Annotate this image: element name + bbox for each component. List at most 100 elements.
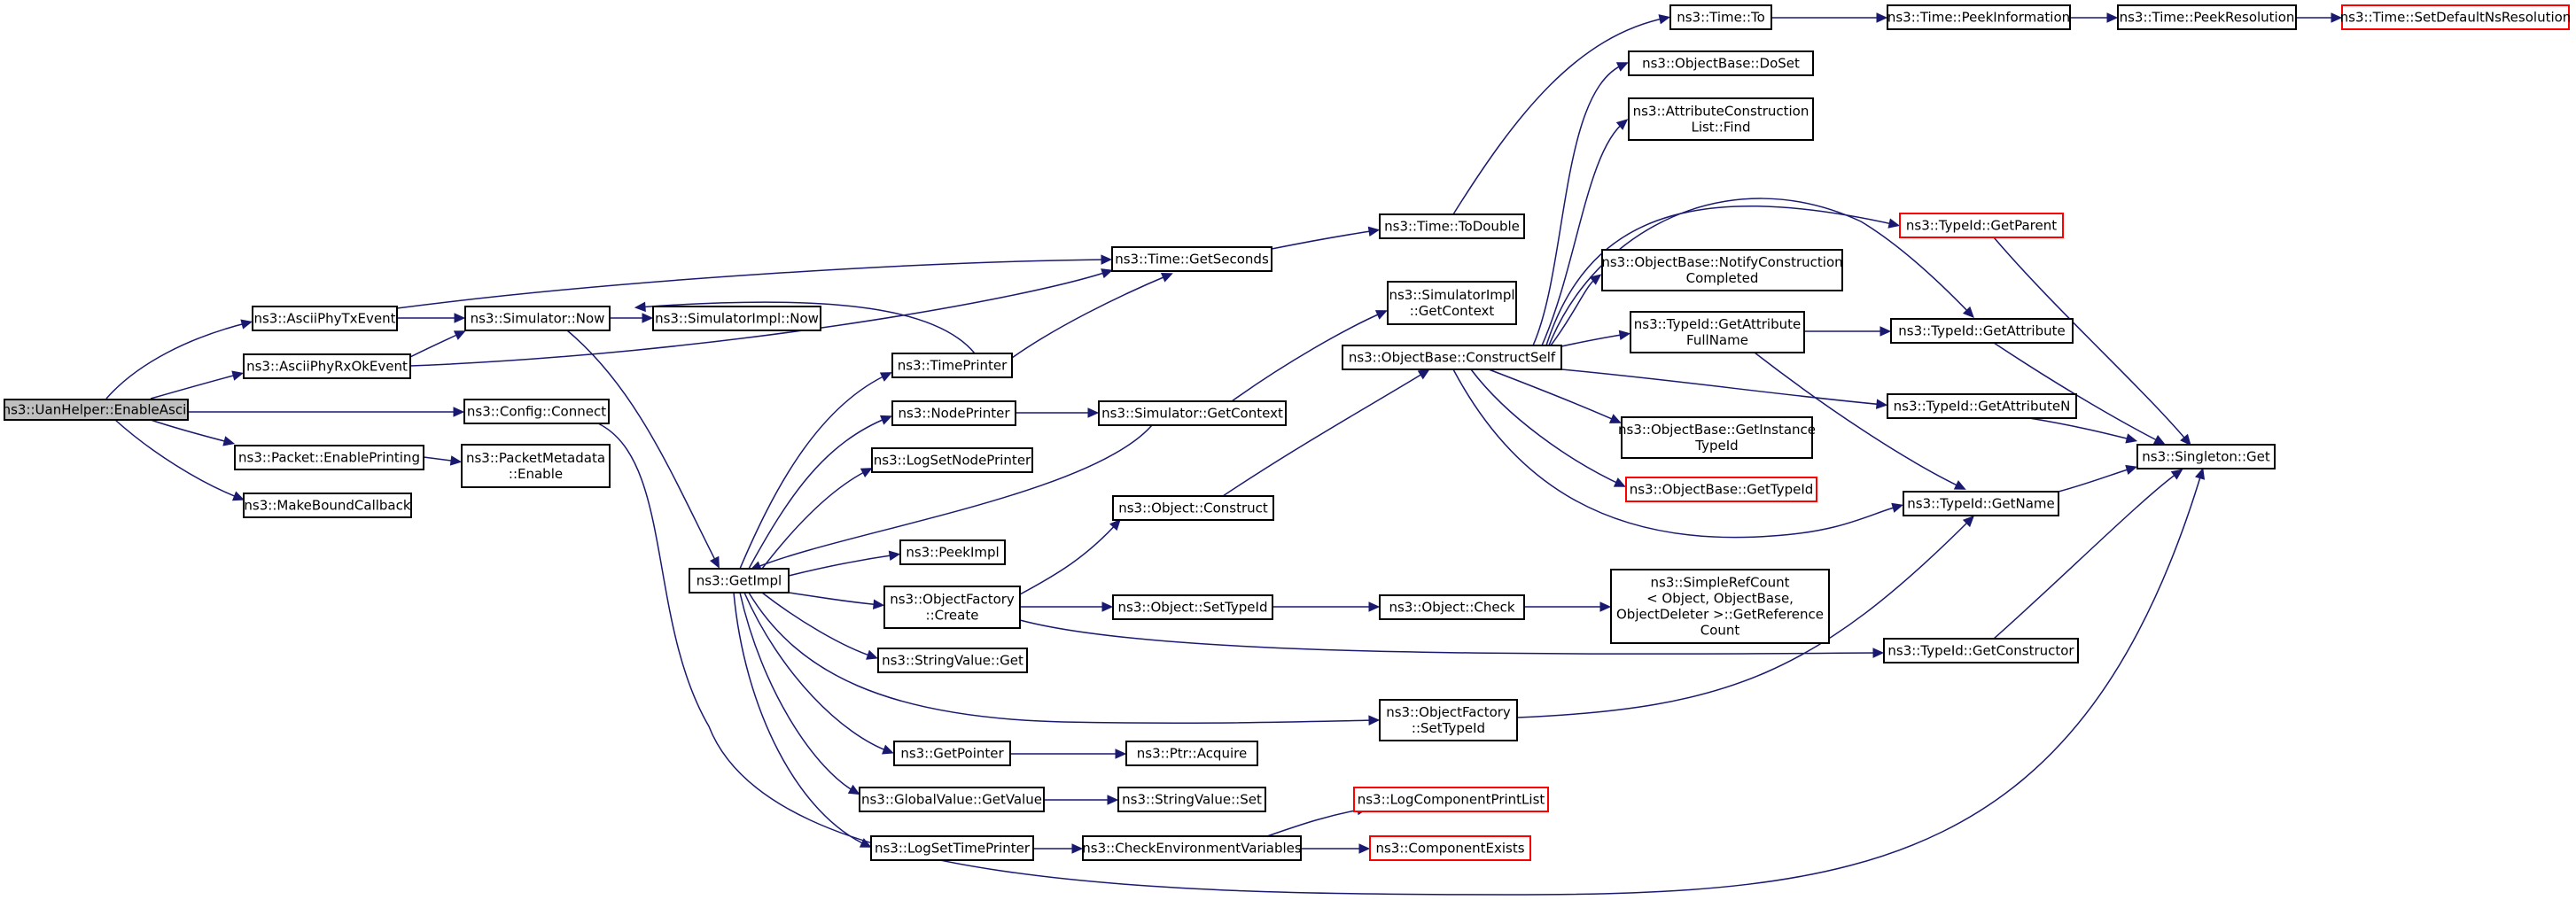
node-getPointer[interactable]: ns3::GetPointer (893, 741, 1011, 766)
node-box (1387, 281, 1517, 325)
edge-line (1993, 470, 2181, 640)
edge-objSetTid-to-objCheck (1272, 601, 1381, 612)
node-label: ns3::Time::PeekResolution (2120, 10, 2295, 26)
node-simGetCtx[interactable]: ns3::Simulator::GetContext (1098, 400, 1287, 426)
node-asciiTx[interactable]: ns3::AsciiPhyTxEvent (252, 306, 398, 331)
node-cfgConnect[interactable]: ns3::Config::Connect (463, 399, 610, 424)
node-pktEnable[interactable]: ns3::Packet::EnablePrinting (234, 445, 424, 470)
node-ptrAcquire[interactable]: ns3::Ptr::Acquire (1125, 741, 1258, 766)
edge-obConstructSelf-to-tidGetAttr (1548, 198, 1974, 346)
node-label: ns3::LogComponentPrintList (1358, 792, 1545, 808)
edge-arrowhead (449, 455, 463, 466)
edge-arrowhead (1876, 12, 1888, 23)
edge-arrowhead (1368, 601, 1381, 612)
edge-getImpl-to-logSetTime (733, 592, 872, 848)
node-strSet[interactable]: ns3::StringValue::Set (1117, 787, 1266, 812)
node-root[interactable]: ns3::UanHelper::EnableAscii (3, 399, 191, 421)
node-peekImpl[interactable]: ns3::PeekImpl (899, 539, 1006, 565)
node-tidGetAttr[interactable]: ns3::TypeId::GetAttribute (1890, 318, 2074, 344)
edge-arrowhead (1615, 119, 1629, 130)
node-obNotify[interactable]: ns3::ObjectBase::NotifyConstructionCompl… (1601, 249, 1843, 291)
edge-obConstructSelf-to-tidGetAttrFull (1560, 330, 1631, 347)
node-label: ns3::Simulator::GetContext (1101, 406, 1283, 422)
node-label: ns3::TypeId::GetAttributeN (1894, 399, 2071, 415)
edge-line (733, 592, 869, 847)
edge-arrowhead (860, 468, 873, 478)
edge-line (761, 592, 876, 658)
node-box (1112, 495, 1274, 521)
node-nodePrinter[interactable]: ns3::NodePrinter (891, 400, 1016, 426)
node-getImpl[interactable]: ns3::GetImpl (689, 568, 790, 594)
node-timeTo[interactable]: ns3::Time::To (1669, 4, 1772, 30)
node-getSeconds[interactable]: ns3::Time::GetSeconds (1111, 246, 1272, 272)
node-timePeekRes[interactable]: ns3::Time::PeekResolution (2117, 4, 2297, 30)
node-mbc[interactable]: ns3::MakeBoundCallback (243, 493, 412, 518)
node-label: ns3::Time::PeekInformation (1887, 10, 2070, 26)
node-tidGetAttrN[interactable]: ns3::TypeId::GetAttributeN (1887, 393, 2077, 419)
node-label: ns3::TypeId::GetAttribute (1634, 316, 1801, 332)
node-logCompList[interactable]: ns3::LogComponentPrintList (1353, 787, 1549, 812)
edge-arrowhead (1872, 648, 1885, 658)
node-singletonGet[interactable]: ns3::Singleton::Get (2136, 444, 2276, 469)
edge-line (1011, 274, 1171, 359)
edge-line (1993, 237, 2190, 444)
node-pmEnable[interactable]: ns3::PacketMetadata::Enable (461, 444, 611, 488)
edge-line (788, 554, 898, 577)
node-label: ns3::ObjectFactory (890, 592, 1015, 608)
edge-arrowhead (1368, 715, 1381, 725)
node-box (1628, 50, 1814, 76)
node-obConstructSelf[interactable]: ns3::ObjectBase::ConstructSelf (1342, 345, 1562, 370)
node-logSetTime[interactable]: ns3::LogSetTimePrinter (870, 835, 1034, 861)
edge-line (1452, 17, 1668, 215)
node-box (1082, 835, 1302, 861)
node-strGet[interactable]: ns3::StringValue::Get (877, 648, 1028, 673)
edge-line (1019, 521, 1119, 595)
node-ofSetTid[interactable]: ns3::ObjectFactory::SetTypeId (1379, 699, 1518, 741)
node-label: ns3::Time::GetSeconds (1115, 252, 1269, 268)
node-box (2117, 4, 2297, 30)
node-box (891, 353, 1013, 378)
node-simImplCtx[interactable]: ns3::SimulatorImpl::GetContext (1387, 281, 1517, 325)
edge-line (1754, 352, 1964, 489)
node-checkEnv[interactable]: ns3::CheckEnvironmentVariables (1082, 835, 1302, 861)
node-logSetNode[interactable]: ns3::LogSetNodePrinter (871, 447, 1033, 473)
edge-tidGetName-to-singletonGet (2058, 464, 2138, 493)
node-objSetTid[interactable]: ns3::Object::SetTypeId (1112, 594, 1273, 620)
node-tidGetCtor[interactable]: ns3::TypeId::GetConstructor (1883, 638, 2079, 663)
node-label: ns3::GetImpl (697, 573, 782, 589)
node-toDouble[interactable]: ns3::Time::ToDouble (1379, 213, 1525, 239)
edge-arrowhead (634, 301, 646, 313)
edge-arrowhead (453, 330, 466, 340)
node-label: ns3::Simulator::Now (471, 311, 605, 327)
node-compExists[interactable]: ns3::ComponentExists (1369, 835, 1531, 861)
node-label: ns3::Time::SetDefaultNsResolution (2340, 10, 2572, 26)
node-ofCreate[interactable]: ns3::ObjectFactory::Create (883, 586, 1021, 629)
node-simNow[interactable]: ns3::Simulator::Now (464, 306, 611, 331)
edge-ofCreate-to-objSetTid (1020, 601, 1114, 612)
edge-ofCreate-to-objConstruct (1019, 518, 1121, 595)
node-simImplNow[interactable]: ns3::SimulatorImpl::Now (652, 306, 821, 331)
node-gvGet[interactable]: ns3::GlobalValue::GetValue (859, 787, 1045, 812)
node-label: ns3::PacketMetadata (466, 450, 605, 466)
edge-arrowhead (2125, 433, 2138, 444)
node-timePeekInfo[interactable]: ns3::Time::PeekInformation (1887, 4, 2071, 30)
edge-ofCreate-to-tidGetCtor (1019, 619, 1885, 658)
node-objConstruct[interactable]: ns3::Object::Construct (1112, 495, 1274, 521)
node-obGetTid[interactable]: ns3::ObjectBase::GetTypeId (1625, 477, 1817, 502)
node-label: TypeId (1694, 438, 1738, 454)
node-objCheck[interactable]: ns3::Object::Check (1379, 594, 1525, 620)
node-srcGetRef[interactable]: ns3::SimpleRefCount< Object, ObjectBase,… (1610, 569, 1830, 644)
edge-arrowhead (1589, 274, 1602, 285)
node-tidGetName[interactable]: ns3::TypeId::GetName (1903, 491, 2059, 516)
node-label: FullName (1686, 332, 1748, 348)
node-label: ns3::ObjectBase::NotifyConstruction (1601, 254, 1842, 270)
node-timeSetDef[interactable]: ns3::Time::SetDefaultNsResolution (2340, 4, 2572, 30)
node-tidGetParent[interactable]: ns3::TypeId::GetParent (1899, 213, 2064, 238)
node-obDoSet[interactable]: ns3::ObjectBase::DoSet (1628, 50, 1814, 76)
node-asciiRx[interactable]: ns3::AsciiPhyRxOkEvent (243, 353, 411, 379)
node-timePrinter[interactable]: ns3::TimePrinter (891, 353, 1013, 378)
node-box (461, 444, 611, 488)
